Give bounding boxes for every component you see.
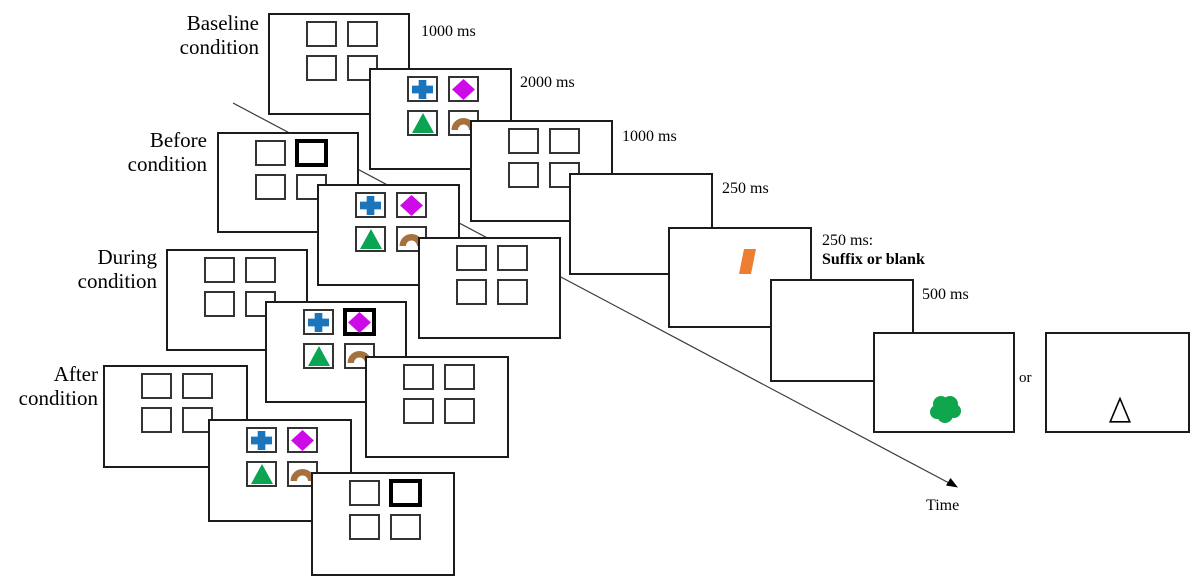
stimulus-square — [246, 427, 277, 453]
stimulus-square — [407, 76, 438, 102]
cue-square — [295, 139, 328, 167]
placeholder-square — [508, 128, 539, 154]
timing-label-retention: 1000 ms — [622, 128, 677, 145]
condition-label-before: Before condition — [67, 128, 207, 176]
timing-label-blank-250: 250 ms — [722, 180, 769, 197]
placeholder-square — [549, 128, 580, 154]
placeholder-square — [204, 291, 235, 317]
stimulus-square — [303, 343, 334, 369]
condition-label-line: condition — [18, 386, 98, 410]
cross-icon — [308, 312, 329, 332]
stimulus-square — [246, 461, 277, 487]
condition-label-line: condition — [179, 35, 259, 59]
cross-icon — [251, 430, 272, 450]
condition-label-during: During condition — [17, 245, 157, 293]
suffix-parallelogram-icon — [739, 249, 756, 274]
placeholder-square — [204, 257, 235, 283]
timing-label-fixation1: 1000 ms — [421, 23, 476, 40]
triangle-icon — [250, 464, 273, 484]
stimulus-square — [287, 427, 318, 453]
cue-stimulus-square — [343, 308, 376, 336]
placeholder-square — [349, 480, 380, 506]
arch-icon — [451, 118, 476, 130]
placeholder-square — [349, 514, 380, 540]
before-memory-array-frame — [317, 184, 460, 286]
placeholder-square — [444, 398, 475, 424]
outline-triangle-icon — [1109, 397, 1131, 423]
placeholder-square — [508, 162, 539, 188]
probe-blob-frame — [873, 332, 1015, 433]
placeholder-square — [456, 245, 487, 271]
diamond-icon — [452, 78, 475, 100]
stimulus-square — [355, 226, 386, 252]
stimulus-square — [448, 76, 479, 102]
placeholder-square — [403, 398, 434, 424]
condition-label-line: After — [53, 362, 98, 386]
condition-label-line: condition — [77, 269, 157, 293]
timing-label-blank-500: 500 ms — [922, 286, 969, 303]
after-cue-frame — [311, 472, 455, 576]
arrowhead-icon — [946, 478, 958, 488]
probe-triangle-frame — [1045, 332, 1190, 433]
stimulus-square — [355, 192, 386, 218]
placeholder-square — [255, 140, 286, 166]
placeholder-square — [456, 279, 487, 305]
condition-label-line: Baseline — [186, 11, 259, 35]
condition-label-line: condition — [127, 152, 207, 176]
timing-label-memory-array: 2000 ms — [520, 74, 575, 91]
placeholder-square — [390, 514, 421, 540]
placeholder-square — [306, 55, 337, 81]
green-blob-icon — [930, 396, 961, 423]
cross-icon — [412, 79, 433, 99]
stimulus-square — [396, 192, 427, 218]
arch-icon — [290, 469, 315, 481]
placeholder-square — [141, 373, 172, 399]
time-axis-label: Time — [926, 497, 960, 514]
before-retention-frame — [418, 237, 561, 339]
placeholder-square — [403, 364, 434, 390]
stimulus-square — [407, 110, 438, 136]
diamond-icon — [348, 311, 371, 333]
placeholder-square — [497, 245, 528, 271]
placeholder-square — [444, 364, 475, 390]
placeholder-square — [141, 407, 172, 433]
condition-label-line: During — [97, 245, 158, 269]
placeholder-square — [497, 279, 528, 305]
arch-icon — [399, 234, 424, 246]
condition-label-after: After condition — [6, 362, 98, 410]
placeholder-square — [245, 257, 276, 283]
during-fixation-frame — [166, 249, 308, 351]
placeholder-square — [182, 407, 213, 433]
timing-label-suffix: 250 ms: Suffix or blank — [822, 231, 925, 269]
condition-label-line: Before — [149, 128, 207, 152]
condition-label-baseline: Baseline condition — [119, 11, 259, 59]
timing-label-suffix-line1: 250 ms: — [822, 232, 874, 249]
triangle-icon — [411, 113, 434, 133]
diamond-icon — [291, 429, 314, 451]
or-label: or — [1019, 370, 1032, 386]
during-retention-frame — [365, 356, 509, 458]
placeholder-square — [347, 21, 378, 47]
placeholder-square — [306, 21, 337, 47]
cue-square — [389, 479, 422, 507]
cross-icon — [360, 195, 381, 215]
triangle-icon — [359, 229, 382, 249]
placeholder-square — [255, 174, 286, 200]
timing-label-suffix-line2: Suffix or blank — [822, 251, 925, 268]
stimulus-square — [287, 461, 318, 487]
stimulus-square — [303, 309, 334, 335]
placeholder-square — [182, 373, 213, 399]
diamond-icon — [400, 194, 423, 216]
triangle-icon — [307, 346, 330, 366]
